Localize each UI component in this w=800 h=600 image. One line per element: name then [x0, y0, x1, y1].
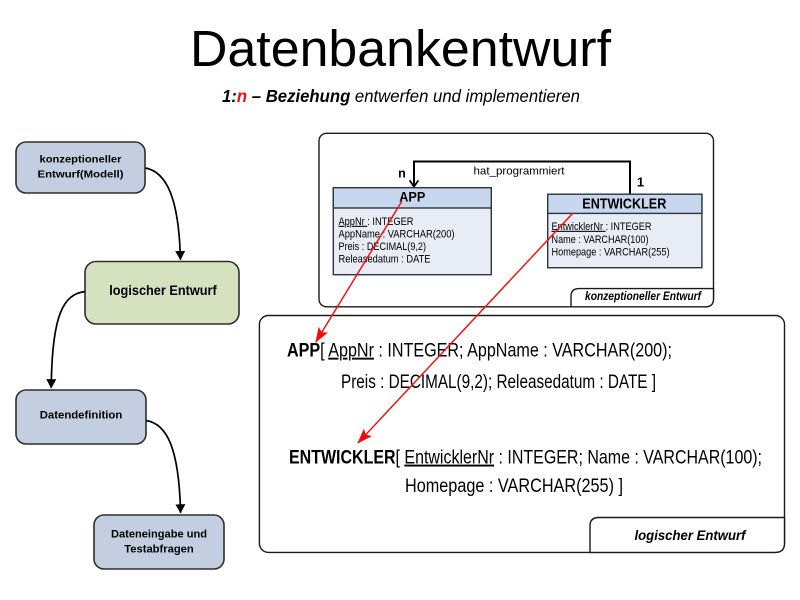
- svg-text:Preis : DECIMAL(9,2); Released: Preis : DECIMAL(9,2); Releasedatum : DAT…: [341, 372, 656, 393]
- svg-text:konzeptioneller Entwurf: konzeptioneller Entwurf: [585, 291, 702, 303]
- svg-text:ENTWICKLER[ EntwicklerNr : INT: ENTWICKLER[ EntwicklerNr : INTEGER; Name…: [289, 448, 762, 469]
- svg-text:APP: APP: [399, 189, 425, 204]
- svg-text:logischer Entwurf: logischer Entwurf: [109, 283, 217, 298]
- svg-text:Datenbankentwurf: Datenbankentwurf: [190, 20, 612, 77]
- svg-text:Homepage : VARCHAR(255) ]: Homepage : VARCHAR(255) ]: [405, 476, 623, 497]
- svg-text:AppName : VARCHAR(200): AppName : VARCHAR(200): [339, 229, 455, 241]
- svg-text:EntwicklerNr : INTEGER: EntwicklerNr : INTEGER: [552, 221, 652, 233]
- svg-text:Homepage : VARCHAR(255): Homepage : VARCHAR(255): [552, 246, 670, 258]
- svg-text:Name : VARCHAR(100): Name : VARCHAR(100): [552, 234, 649, 246]
- svg-text:hat_programmiert: hat_programmiert: [474, 166, 565, 178]
- svg-text:Dateneingabe und: Dateneingabe und: [111, 529, 207, 541]
- svg-text:AppNr : INTEGER: AppNr : INTEGER: [339, 216, 414, 228]
- svg-text:Releasedatum : DATE: Releasedatum : DATE: [339, 254, 431, 266]
- svg-text:konzeptioneller: konzeptioneller: [40, 154, 122, 166]
- svg-text:Datendefinition: Datendefinition: [40, 410, 123, 422]
- svg-text:1:n – Beziehung entwerfen und: 1:n – Beziehung entwerfen und implementi…: [222, 86, 580, 106]
- svg-text:Testabfragen: Testabfragen: [124, 543, 194, 555]
- svg-text:logischer Entwurf: logischer Entwurf: [635, 527, 747, 543]
- svg-text:n: n: [398, 167, 406, 181]
- svg-text:APP[ AppNr : INTEGER; AppName: APP[ AppNr : INTEGER; AppName : VARCHAR(…: [287, 341, 672, 362]
- svg-text:ENTWICKLER: ENTWICKLER: [582, 196, 666, 213]
- svg-text:Entwurf(Modell): Entwurf(Modell): [38, 169, 124, 181]
- svg-text:1: 1: [637, 175, 644, 190]
- svg-text:Preis : DECIMAL(9,2): Preis : DECIMAL(9,2): [339, 241, 427, 253]
